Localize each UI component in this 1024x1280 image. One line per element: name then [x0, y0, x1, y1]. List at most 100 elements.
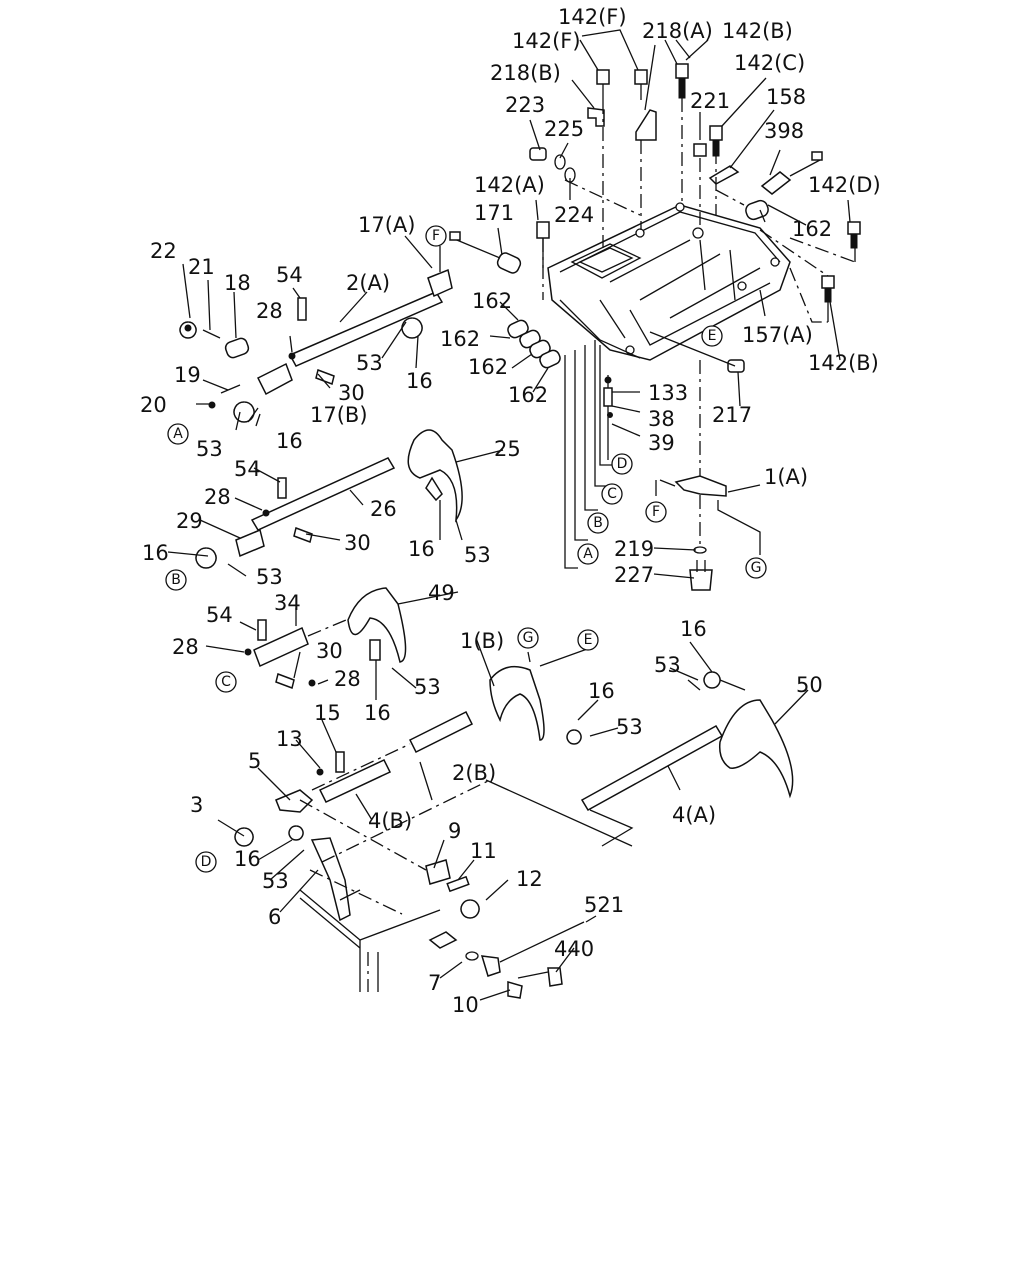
- callout-g-right: G: [745, 557, 767, 579]
- lower-outline: [299, 779, 491, 992]
- label-28-c: 28: [172, 635, 199, 659]
- label-53-g: 53: [654, 653, 681, 677]
- label-29: 29: [176, 509, 203, 533]
- label-223: 223: [505, 93, 545, 117]
- label-4b: 4(B): [368, 809, 412, 833]
- label-38: 38: [648, 407, 675, 431]
- callout-f-mid: F: [645, 501, 667, 523]
- svg-text:B: B: [171, 572, 181, 588]
- label-53-c: 53: [464, 543, 491, 567]
- label-22: 22: [150, 239, 177, 263]
- label-21: 21: [188, 255, 215, 279]
- label-225: 225: [544, 117, 584, 141]
- label-227: 227: [614, 563, 654, 587]
- lower-hardware: [428, 921, 585, 999]
- label-53-a: 53: [356, 351, 383, 375]
- label-50: 50: [796, 673, 823, 697]
- label-521: 521: [584, 893, 624, 917]
- label-11: 11: [470, 839, 497, 863]
- shaft-2b-4b-assembly: [234, 665, 582, 922]
- callout-f-top: F: [425, 225, 447, 247]
- label-3: 3: [190, 793, 203, 817]
- label-54-c: 54: [206, 603, 233, 627]
- label-16-a: 16: [406, 369, 433, 393]
- part-labels: 142(F) 142(F) 218(A) 142(B) 218(B) 142(C…: [140, 5, 881, 1017]
- label-1b: 1(B): [460, 629, 504, 653]
- svg-text:F: F: [432, 228, 440, 244]
- label-218a: 218(A): [642, 19, 713, 43]
- label-142a: 142(A): [474, 173, 545, 197]
- shaft-2a-assembly: [179, 268, 453, 423]
- svg-text:E: E: [708, 328, 717, 344]
- label-16-e: 16: [680, 617, 707, 641]
- label-13: 13: [276, 727, 303, 751]
- label-6: 6: [268, 905, 281, 929]
- svg-text:A: A: [583, 546, 593, 562]
- label-142f-b: 142(F): [512, 29, 581, 53]
- guide-lines-vertical: [564, 340, 701, 569]
- label-49: 49: [428, 581, 455, 605]
- label-142f-a: 142(F): [558, 5, 627, 29]
- svg-text:C: C: [607, 486, 617, 502]
- svg-text:G: G: [523, 630, 534, 646]
- label-53-d: 53: [256, 565, 283, 589]
- svg-text:D: D: [617, 456, 628, 472]
- label-30-c: 30: [316, 639, 343, 663]
- callout-c-left: C: [215, 671, 237, 693]
- svg-text:A: A: [173, 426, 183, 442]
- label-9: 9: [448, 819, 461, 843]
- label-54-b: 54: [234, 457, 261, 481]
- label-15: 15: [314, 701, 341, 725]
- label-53-h: 53: [262, 869, 289, 893]
- leader-lines: [167, 29, 851, 1001]
- shaft-4a-assembly: [485, 671, 794, 847]
- label-17b: 17(B): [310, 403, 368, 427]
- label-16-c: 16: [408, 537, 435, 561]
- label-158: 158: [766, 85, 806, 109]
- label-20: 20: [140, 393, 167, 417]
- label-221: 221: [690, 89, 730, 113]
- label-17a: 17(A): [358, 213, 415, 237]
- lever-1a: [655, 475, 761, 591]
- label-19: 19: [174, 363, 201, 387]
- label-53-e: 53: [414, 675, 441, 699]
- label-28-b: 28: [204, 485, 231, 509]
- svg-text:C: C: [221, 674, 231, 690]
- callout-e-fork: E: [577, 629, 599, 651]
- label-219: 219: [614, 537, 654, 561]
- label-142d: 142(D): [808, 173, 881, 197]
- label-162-a: 162: [472, 289, 512, 313]
- label-171: 171: [474, 201, 514, 225]
- svg-text:D: D: [201, 854, 212, 870]
- label-398: 398: [764, 119, 804, 143]
- label-34: 34: [274, 591, 301, 615]
- label-7: 7: [428, 971, 441, 995]
- callout-d-left: D: [195, 851, 217, 873]
- callout-b-mid: B: [587, 512, 609, 534]
- label-16-h: 16: [234, 847, 261, 871]
- label-162-b: 162: [440, 327, 480, 351]
- label-30-b: 30: [344, 531, 371, 555]
- shaft-34-assembly: [244, 587, 407, 689]
- label-224: 224: [554, 203, 594, 227]
- label-26: 26: [370, 497, 397, 521]
- svg-text:B: B: [593, 515, 603, 531]
- label-25: 25: [494, 437, 521, 461]
- label-217: 217: [712, 403, 752, 427]
- callout-circles: F E A D C B F A G B C G E D: [165, 225, 767, 873]
- label-12: 12: [516, 867, 543, 891]
- svg-text:G: G: [751, 560, 762, 576]
- label-16-g: 16: [364, 701, 391, 725]
- label-16-b: 16: [276, 429, 303, 453]
- label-133: 133: [648, 381, 688, 405]
- callout-g-fork: G: [517, 627, 539, 649]
- svg-text:F: F: [652, 504, 660, 520]
- label-1a: 1(A): [764, 465, 808, 489]
- svg-text:E: E: [584, 632, 593, 648]
- top-centerlines: [542, 98, 856, 367]
- callout-a-left: A: [167, 423, 189, 445]
- label-4a: 4(A): [672, 803, 716, 827]
- callout-b-left: B: [165, 569, 187, 591]
- label-53-b: 53: [196, 437, 223, 461]
